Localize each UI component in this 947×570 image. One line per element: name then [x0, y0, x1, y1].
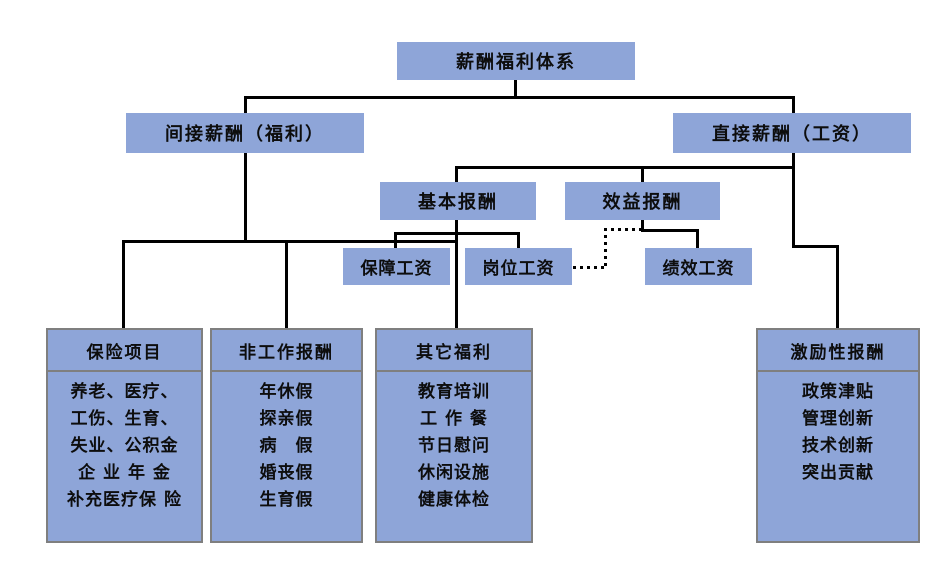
detail-item: 节日慰问: [418, 436, 490, 456]
detail-box-items: 养老、医疗、 工伤、生育、 失业、公积金 企 业 年 金 补充医疗保 险: [48, 372, 201, 514]
detail-item: 补充医疗保 险: [67, 490, 182, 510]
node-label: 保障工资: [360, 259, 433, 279]
detail-item: 教育培训: [418, 382, 490, 402]
detail-item: 养老、医疗、: [70, 382, 179, 402]
detail-box-items: 年休假 探亲假 病 假 婚丧假 生育假: [212, 372, 361, 514]
node-label: 薪酬福利体系: [456, 52, 576, 73]
detail-item: 探亲假: [259, 409, 314, 429]
detail-item: 健康体检: [418, 490, 490, 510]
connector-root-down: [514, 80, 517, 98]
connector-basic-rail: [394, 232, 520, 235]
connector-to-benefit: [641, 166, 644, 182]
node-benefit-pay: 效益报酬: [565, 182, 720, 220]
detail-item: 工 作 餐: [420, 409, 488, 429]
detail-item: 婚丧假: [259, 463, 314, 483]
divider: [758, 370, 918, 372]
detail-box-items: 政策津贴 管理创新 技术创新 突出贡献: [758, 372, 918, 487]
detail-item: 病 假: [259, 436, 314, 456]
node-guarantee-wage: 保障工资: [343, 248, 450, 285]
node-position-wage: 岗位工资: [465, 248, 572, 285]
node-label: 岗位工资: [482, 259, 555, 279]
node-label: 基本报酬: [418, 192, 498, 213]
connector-benefit-down: [641, 220, 644, 232]
connector-to-incentive: [836, 245, 839, 328]
dotted-connector-vertical: [604, 228, 607, 269]
connector-indirect-rail: [122, 240, 458, 243]
node-label: 间接薪酬（福利）: [165, 124, 325, 145]
detail-item: 休闲设施: [418, 463, 490, 483]
detail-item: 管理创新: [802, 409, 874, 429]
connector-direct-rail: [455, 166, 795, 169]
divider: [48, 370, 201, 372]
detail-item: 企 业 年 金: [78, 463, 171, 483]
detail-box-incentive-pay: 激励性报酬 政策津贴 管理创新 技术创新 突出贡献: [756, 328, 920, 543]
connector-to-position: [517, 232, 520, 248]
detail-box-title: 非工作报酬: [239, 342, 334, 363]
node-basic-pay: 基本报酬: [380, 182, 536, 220]
connector-direct-jog: [792, 245, 839, 248]
node-compensation-benefit-system: 薪酬福利体系: [397, 42, 635, 80]
detail-item: 工伤、生育、: [70, 409, 179, 429]
connector-direct-down: [792, 153, 795, 248]
detail-box-insurance: 保险项目 养老、医疗、 工伤、生育、 失业、公积金 企 业 年 金 补充医疗保 …: [46, 328, 203, 543]
detail-box-title: 其它福利: [416, 342, 492, 363]
node-label: 效益报酬: [602, 192, 683, 213]
detail-box-items: 教育培训 工 作 餐 节日慰问 休闲设施 健康体检: [377, 372, 531, 514]
detail-box-title: 激励性报酬: [790, 342, 886, 363]
detail-item: 突出贡献: [802, 463, 874, 483]
node-performance-wage: 绩效工资: [645, 248, 752, 285]
connector-to-indirect: [244, 96, 247, 113]
dotted-connector-top: [604, 228, 644, 231]
divider: [212, 370, 361, 372]
dotted-connector-horizontal: [573, 266, 607, 269]
connector-top-rail: [244, 96, 795, 99]
connector-to-guarantee: [394, 232, 397, 248]
connector-to-performance: [696, 229, 699, 248]
connector-benefit-elbow: [641, 229, 699, 232]
detail-item: 生育假: [259, 490, 314, 510]
divider: [377, 370, 531, 372]
node-label: 直接薪酬（工资）: [712, 124, 872, 145]
detail-item: 政策津贴: [802, 382, 874, 402]
connector-to-other-welfare: [455, 220, 458, 328]
connector-indirect-down: [244, 153, 247, 243]
connector-to-insurance: [122, 240, 125, 328]
node-direct-compensation: 直接薪酬（工资）: [673, 113, 911, 153]
connector-to-direct: [792, 96, 795, 113]
connector-to-basic: [455, 166, 458, 182]
connector-to-nonwork: [285, 240, 288, 328]
detail-item: 技术创新: [802, 436, 874, 456]
detail-box-nonwork-pay: 非工作报酬 年休假 探亲假 病 假 婚丧假 生育假: [210, 328, 363, 543]
detail-item: 失业、公积金: [70, 436, 179, 456]
detail-box-other-welfare: 其它福利 教育培训 工 作 餐 节日慰问 休闲设施 健康体检: [375, 328, 533, 543]
node-label: 绩效工资: [662, 259, 735, 279]
node-indirect-compensation: 间接薪酬（福利）: [126, 113, 364, 153]
detail-box-title: 保险项目: [86, 342, 163, 363]
detail-item: 年休假: [259, 382, 314, 402]
